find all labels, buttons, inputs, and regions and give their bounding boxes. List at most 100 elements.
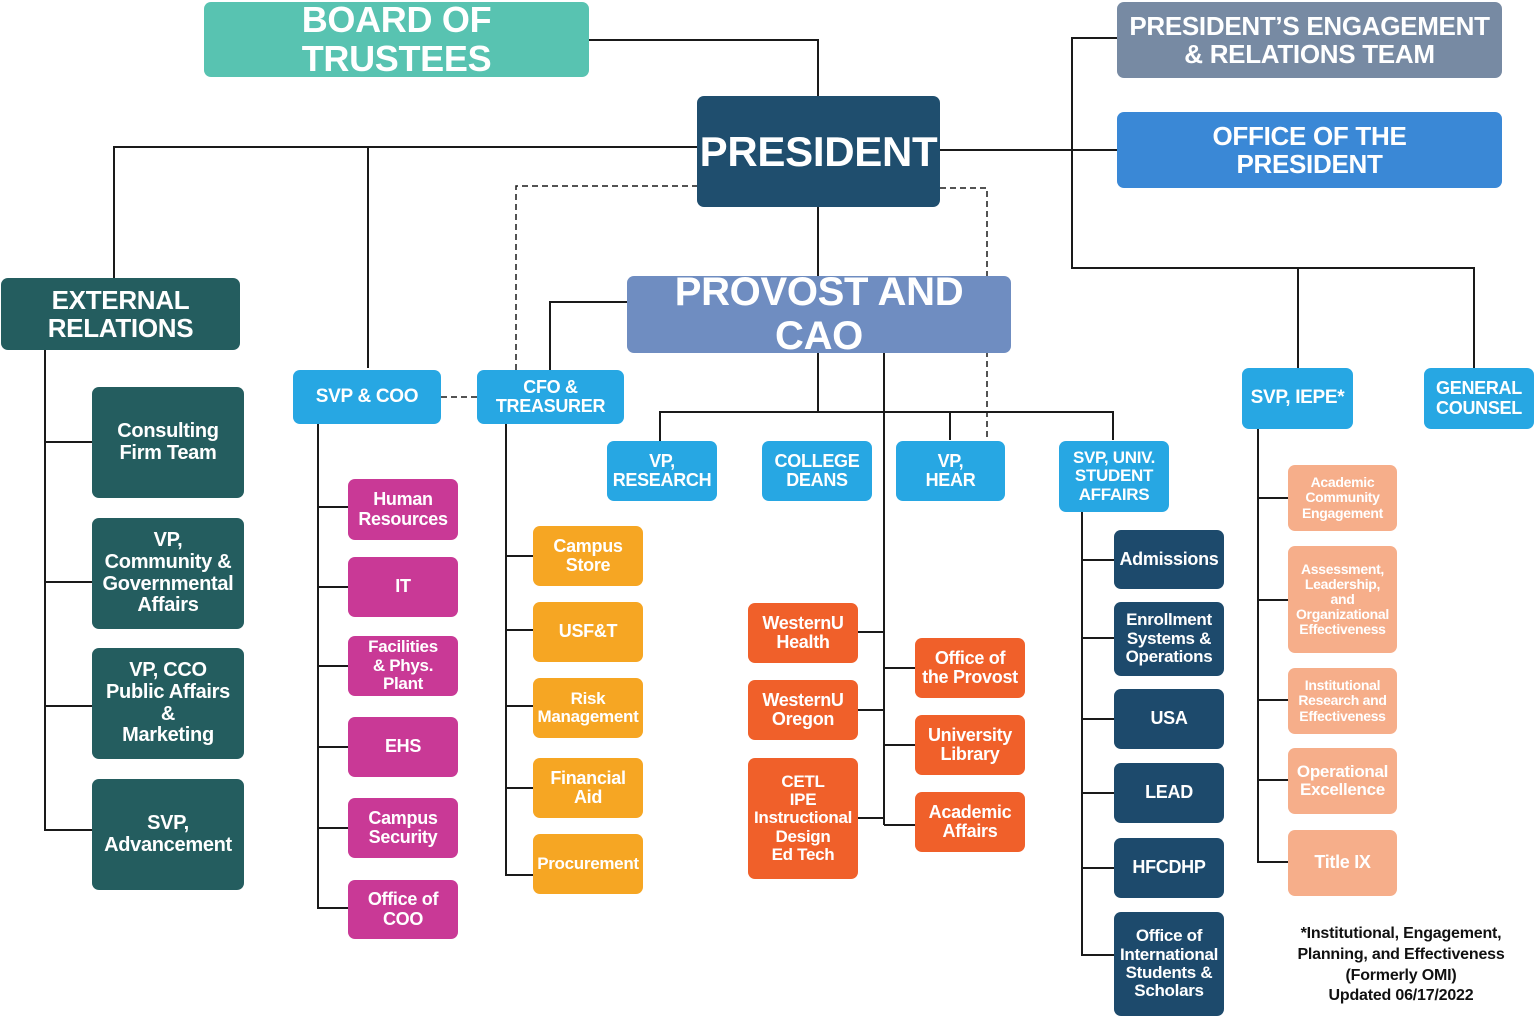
coo-item-box: EHS <box>348 717 458 777</box>
coo-item-box: Human Resources <box>348 479 458 540</box>
student-affairs-item-label: Admissions <box>1119 548 1219 569</box>
general-counsel-label: GENERAL COUNSEL <box>1436 378 1522 418</box>
external-relations-label: EXTERNAL RELATIONS <box>47 284 194 343</box>
cfo-item-label: Financial Aid <box>550 767 626 807</box>
student-affairs-item-label: Enrollment Systems & Operations <box>1125 610 1213 667</box>
iepe-item-label: Title IX <box>1314 852 1371 873</box>
provost-item-label: Academic Affairs <box>928 801 1012 841</box>
student-affairs-item-box: Admissions <box>1114 530 1224 589</box>
vp-research-box: VP, RESEARCH <box>607 441 717 501</box>
vp-hear-box: VP, HEAR <box>896 441 1005 501</box>
external-item-label: VP, Community & Governmental Affairs <box>102 529 234 617</box>
provost-bus-line <box>659 352 1114 825</box>
office-of-the-president-label: OFFICE OF THE PRESIDENT <box>1212 120 1407 179</box>
provost-item-label: Office of the Provost <box>922 647 1018 687</box>
footnote-text: *Institutional, Engagement, Planning, an… <box>1297 925 1505 1005</box>
president-left-line <box>113 146 698 278</box>
cfo-item-box: Financial Aid <box>533 758 643 818</box>
pert-bracket-line <box>1071 37 1475 368</box>
external-item-box: VP, Community & Governmental Affairs <box>92 518 244 629</box>
cfo-item-box: Risk Management <box>533 678 643 738</box>
student-affairs-item-box: Enrollment Systems & Operations <box>1114 602 1224 676</box>
iepe-list-line <box>1257 428 1288 863</box>
cfo-item-box: USF&T <box>533 602 643 662</box>
cfo-item-label: Risk Management <box>537 688 639 726</box>
cfo-item-label: Campus Store <box>553 535 623 575</box>
student-affairs-item-box: HFCDHP <box>1114 838 1224 898</box>
iepe-item-box: Institutional Research and Effectiveness <box>1288 668 1397 734</box>
provost-item-box: CETL IPE Instructional Design Ed Tech <box>748 758 858 879</box>
iepe-item-label: Assessment, Leadership, and Organization… <box>1295 560 1390 638</box>
dotted-president-hear-line <box>940 187 988 440</box>
external-item-label: SVP, Advancement <box>104 811 232 856</box>
general-counsel-box: GENERAL COUNSEL <box>1424 368 1534 429</box>
coo-item-label: Human Resources <box>358 489 448 529</box>
cfo-item-box: Procurement <box>533 834 643 894</box>
coo-item-box: Campus Security <box>348 798 458 858</box>
college-deans-box: COLLEGE DEANS <box>762 441 872 501</box>
dotted-president-cfo-line <box>515 185 698 370</box>
college-deans-label: COLLEGE DEANS <box>774 450 860 490</box>
coo-item-label: Facilities & Phys. Plant <box>368 637 438 694</box>
student-affairs-item-box: Office of International Students & Schol… <box>1114 912 1224 1016</box>
student-affairs-item-label: Office of International Students & Schol… <box>1119 926 1219 1001</box>
student-affairs-item-label: USA <box>1150 708 1188 729</box>
provost-item-box: WesternU Oregon <box>748 680 858 740</box>
provost-right-items-line <box>884 667 915 826</box>
iepe-item-box: Assessment, Leadership, and Organization… <box>1288 546 1397 653</box>
iepe-item-label: Operational Excellence <box>1296 761 1389 799</box>
iepe-item-box: Title IX <box>1288 830 1397 896</box>
svp-student-affairs-label: SVP, UNIV. STUDENT AFFAIRS <box>1072 447 1156 504</box>
external-list-line <box>44 350 92 831</box>
external-item-box: VP, CCO Public Affairs & Marketing <box>92 648 244 759</box>
student-affairs-item-box: USA <box>1114 689 1224 749</box>
president-engagement-team-label: PRESIDENT’S ENGAGEMENT & RELATIONS TEAM <box>1129 10 1490 69</box>
svp-student-affairs-box: SVP, UNIV. STUDENT AFFAIRS <box>1059 441 1169 512</box>
svp-iepe-box: SVP, IEPE* <box>1242 368 1353 429</box>
president-label: PRESIDENT <box>699 127 938 175</box>
provost-item-box: University Library <box>915 715 1025 775</box>
cfo-item-label: Procurement <box>537 853 639 873</box>
vp-hear-label: VP, HEAR <box>925 450 976 490</box>
svp-coo-label: SVP & COO <box>315 385 419 407</box>
external-item-box: Consulting Firm Team <box>92 387 244 498</box>
cfo-treasurer-label: CFO & TREASURER <box>495 376 606 416</box>
coo-item-label: Campus Security <box>368 807 438 847</box>
cfo-item-label: USF&T <box>558 621 618 642</box>
external-item-box: SVP, Advancement <box>92 779 244 890</box>
president-engagement-team-box: PRESIDENT’S ENGAGEMENT & RELATIONS TEAM <box>1117 2 1502 78</box>
iepe-item-box: Operational Excellence <box>1288 748 1397 814</box>
provost-item-label: WesternU Health <box>762 612 844 652</box>
external-item-label: Consulting Firm Team <box>117 419 219 464</box>
svp-iepe-label: SVP, IEPE* <box>1250 387 1345 409</box>
provost-left-items-line <box>858 631 884 819</box>
external-item-label: VP, CCO Public Affairs & Marketing <box>106 659 230 747</box>
cfo-treasurer-box: CFO & TREASURER <box>477 370 624 424</box>
coo-item-label: EHS <box>384 736 422 757</box>
cfo-item-box: Campus Store <box>533 526 643 586</box>
student-affairs-item-box: LEAD <box>1114 763 1224 823</box>
provost-box: PROVOST AND CAO <box>627 271 1011 357</box>
vp-research-label: VP, RESEARCH <box>612 450 712 490</box>
student-affairs-item-label: HFCDHP <box>1132 857 1206 878</box>
iepe-item-label: Academic Community Engagement <box>1301 474 1383 521</box>
provost-label: PROVOST AND CAO <box>674 270 964 358</box>
board-of-trustees-box: BOARD OF TRUSTEES <box>204 0 589 79</box>
coo-list-line <box>317 424 348 909</box>
president-box: PRESIDENT <box>697 96 940 207</box>
student-affairs-item-label: LEAD <box>1145 782 1193 803</box>
coo-item-box: Facilities & Phys. Plant <box>348 636 458 696</box>
student-affairs-list-line <box>1081 512 1114 956</box>
iepe-item-box: Academic Community Engagement <box>1288 465 1397 531</box>
svp-coo-box: SVP & COO <box>293 370 441 424</box>
office-of-the-president-box: OFFICE OF THE PRESIDENT <box>1117 112 1502 188</box>
cfo-list-line <box>505 424 533 876</box>
provost-item-box: Office of the Provost <box>915 638 1025 698</box>
coo-item-label: IT <box>395 576 411 597</box>
iepe-item-label: Institutional Research and Effectiveness <box>1298 677 1387 724</box>
provost-item-box: WesternU Health <box>748 603 858 663</box>
coo-item-label: Office of COO <box>367 889 439 929</box>
provost-item-label: University Library <box>927 724 1013 764</box>
board-of-trustees-label: BOARD OF TRUSTEES <box>301 0 492 79</box>
